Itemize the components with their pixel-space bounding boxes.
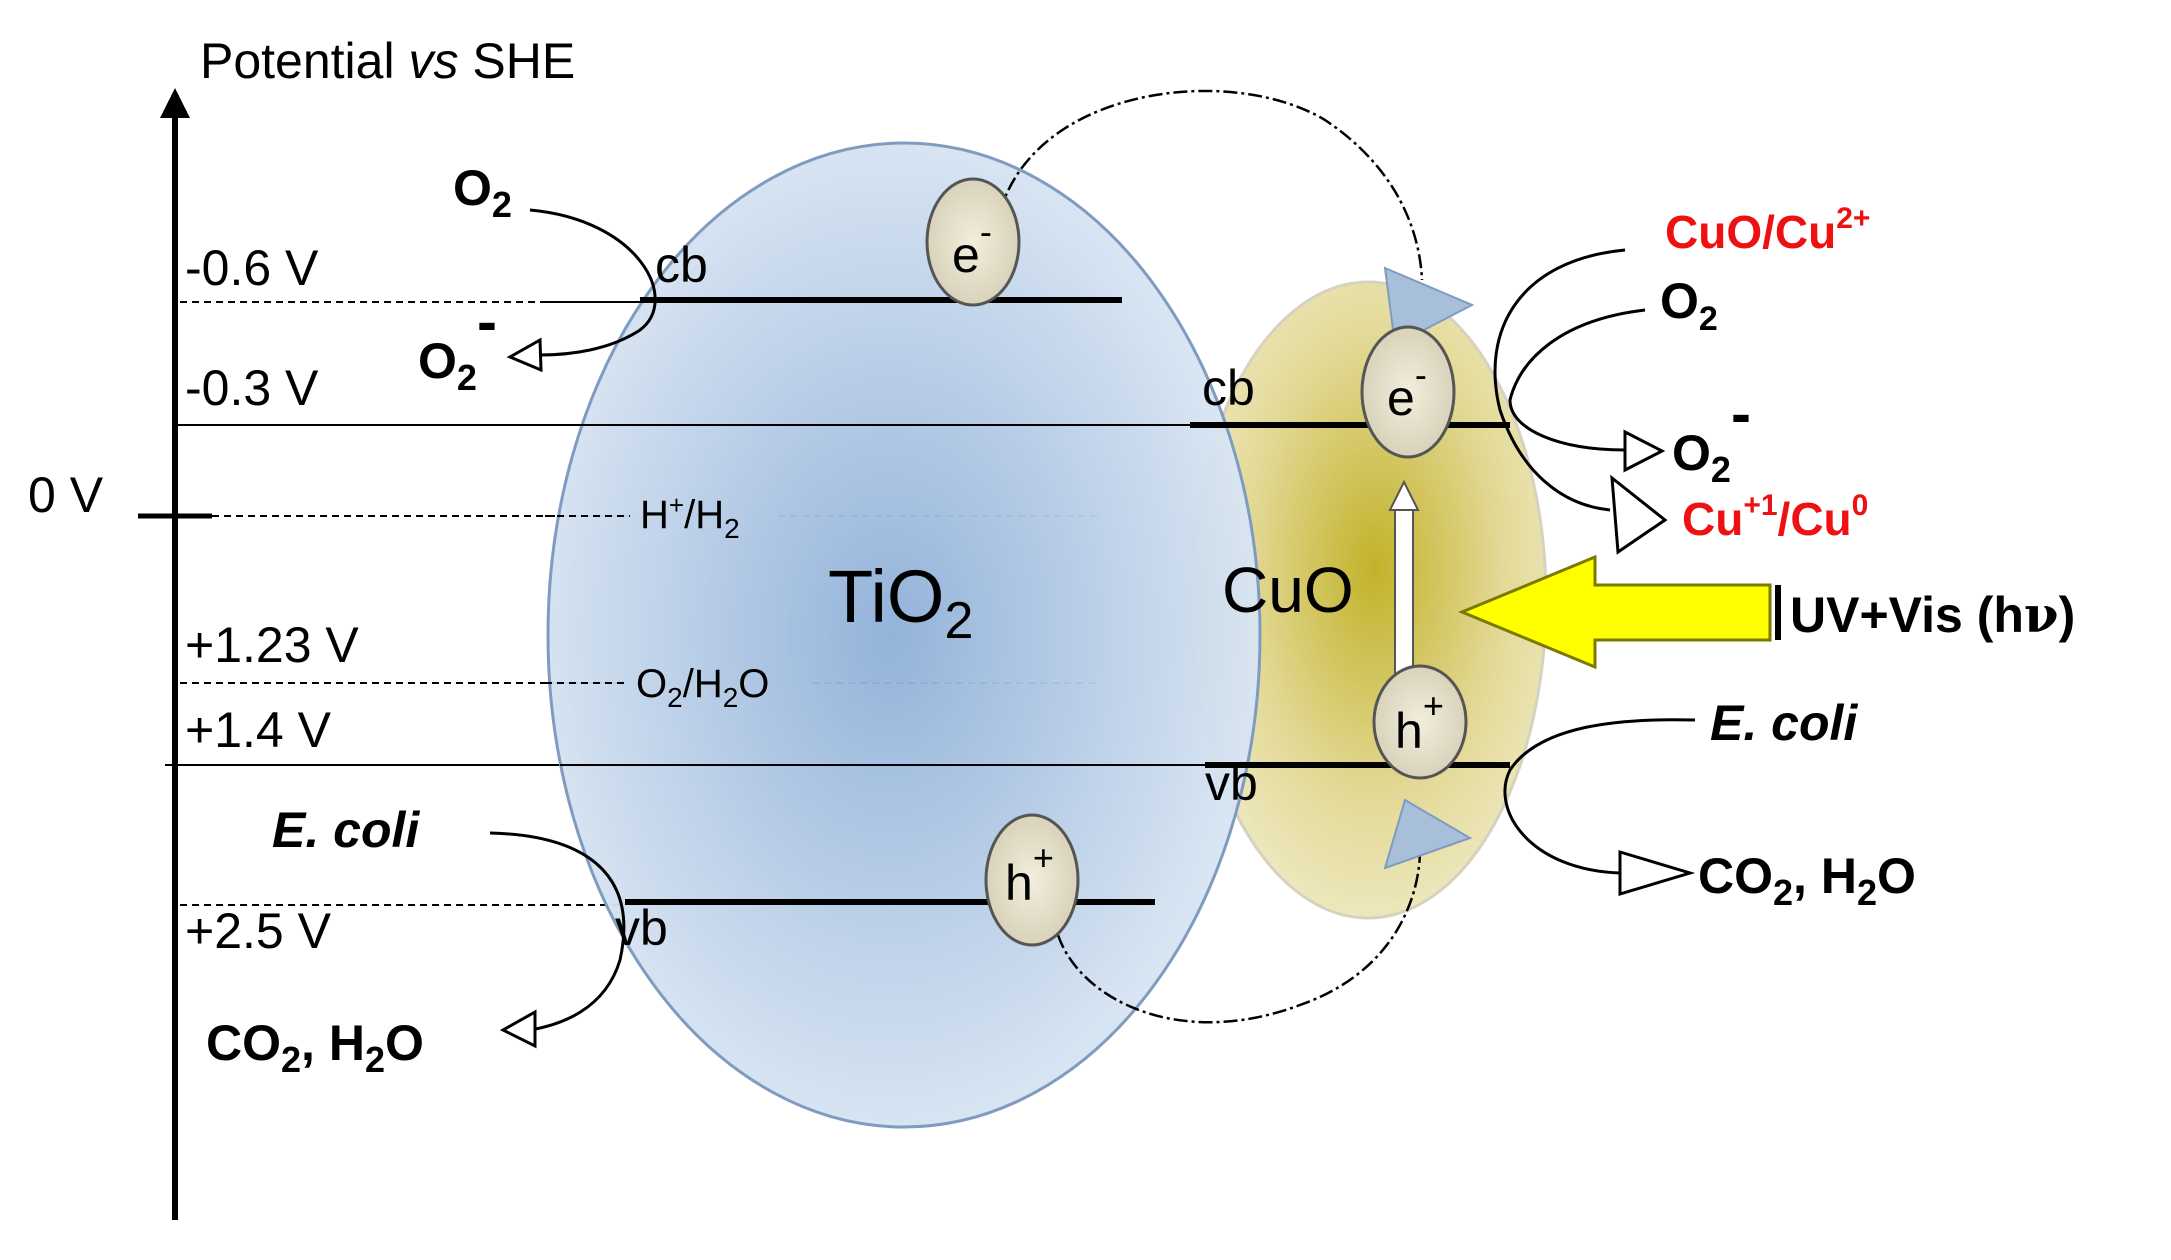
right-cu-reduction-curve: [1493, 248, 1626, 512]
electron-transfer-path: [993, 89, 1424, 281]
cuo-hole: h+: [1372, 664, 1468, 780]
potential-axis-arrowhead: [160, 88, 190, 118]
hole-transfer-path: [1056, 849, 1422, 1024]
right-superoxide-label: O2-: [1672, 380, 1751, 490]
left-superoxide-label: O2-: [418, 288, 497, 398]
tio2-cb-label: cb: [655, 237, 708, 293]
excitation-arrow-head: [1388, 479, 1420, 511]
cuo-label: CuO: [1222, 554, 1354, 626]
light-label: UV+Vis (hν): [1790, 585, 2075, 644]
h2-couple-label: H+/H2: [640, 490, 740, 544]
tio2-electron: e-: [925, 177, 1021, 307]
right-cuo-cu2-label: CuO/Cu2+: [1665, 202, 1870, 258]
level-label-zero: 0 V: [28, 467, 104, 523]
cuo-cb-label: cb: [1202, 360, 1255, 416]
tio2-particle: [546, 141, 1262, 1129]
level-label-plus-1-4: +1.4 V: [185, 702, 332, 758]
svg-text:e-: e-: [952, 211, 992, 283]
level-label-minus-0-6: -0.6 V: [185, 240, 319, 296]
right-ecoli-oxidation-curve: [1503, 718, 1696, 875]
right-cu1-cu0-label: Cu+1/Cu0: [1682, 489, 1868, 545]
right-ecoli-label: E. coli: [1710, 695, 1858, 751]
right-o2-label: O2: [1660, 273, 1718, 338]
right-oxygen-reduction-arrowhead: [1623, 429, 1666, 473]
svg-text:h+: h+: [1005, 837, 1054, 911]
cuo-vb-label: vb: [1205, 755, 1258, 811]
left-o2-label: O2: [453, 160, 512, 225]
tio2-hole: h+: [984, 813, 1080, 947]
left-products-label: CO2, H2O: [206, 1015, 424, 1080]
level-label-plus-2-5: +2.5 V: [185, 903, 332, 959]
axis-title: Potential vs SHE: [200, 33, 575, 89]
level-label-plus-1-23: +1.23 V: [185, 617, 359, 673]
excitation-arrow-shaft: [1394, 504, 1414, 681]
left-ecoli-oxidation-curve: [489, 831, 626, 1032]
right-ecoli-oxidation-arrowhead: [1618, 849, 1696, 897]
right-cu-reduction-arrowhead: [1610, 474, 1668, 555]
light-arrow: [1458, 554, 1772, 670]
level-label-minus-0-3: -0.3 V: [185, 360, 319, 416]
svg-text:e-: e-: [1387, 354, 1427, 426]
cuo-electron: e-: [1360, 325, 1456, 459]
svg-text:h+: h+: [1395, 685, 1444, 759]
hole-transfer-arrowhead: [1383, 798, 1473, 870]
right-oxygen-reduction-curve: [1508, 308, 1646, 452]
o2-couple-label: O2/H2O: [636, 662, 769, 713]
tio2-label: TiO2: [828, 555, 973, 650]
left-ecoli-label: E. coli: [272, 802, 420, 858]
left-oxygen-reduction-curve: [529, 208, 657, 357]
left-oxygen-reduction-arrowhead: [506, 337, 543, 373]
right-products-label: CO2, H2O: [1698, 848, 1916, 913]
left-ecoli-oxidation-arrowhead: [499, 1009, 537, 1049]
